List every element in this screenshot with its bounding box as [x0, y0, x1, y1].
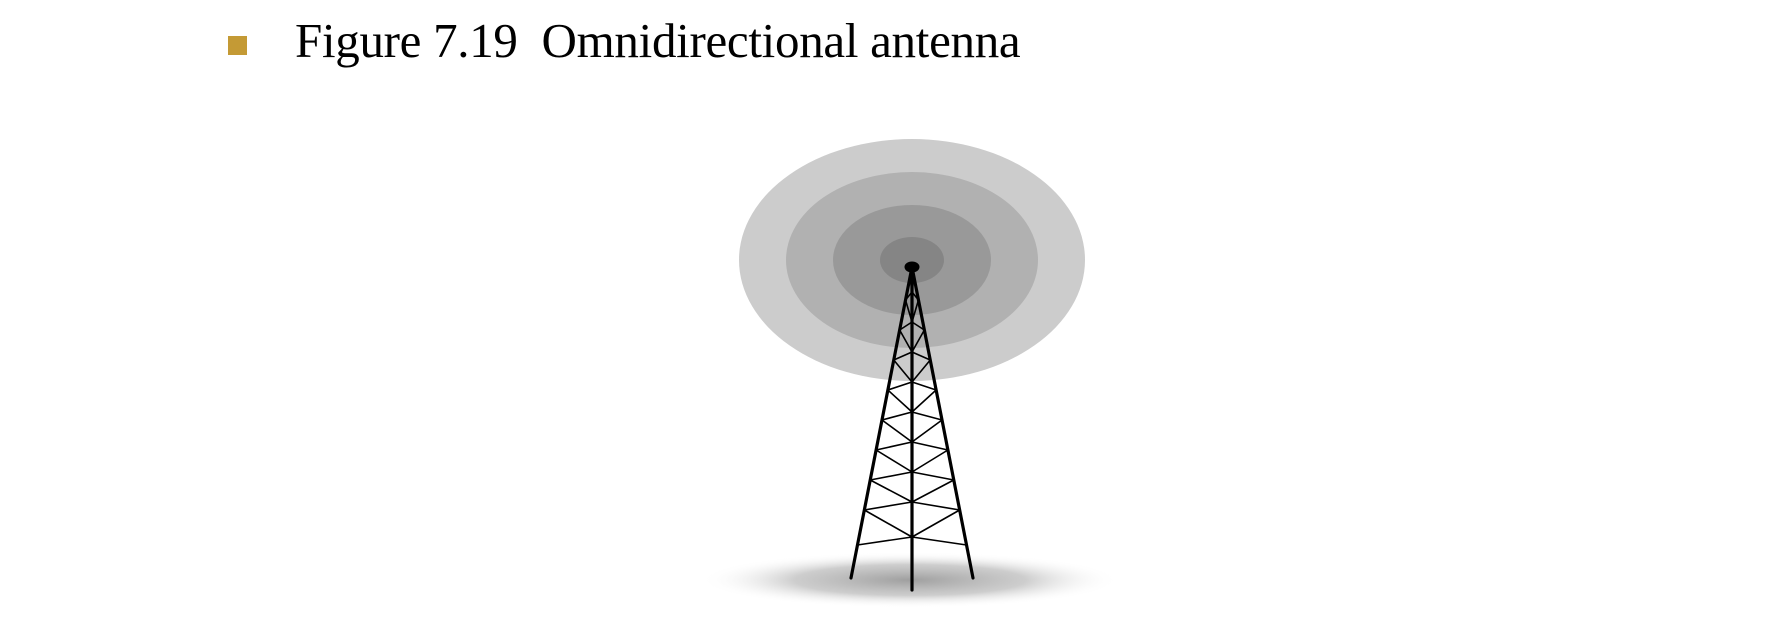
antenna-tip-icon [904, 261, 920, 273]
figure-caption: Figure 7.19 Omnidirectional antenna [295, 13, 1021, 68]
lattice-tower [849, 261, 975, 592]
tower-lattice-bracing [856, 276, 968, 546]
tower-brace [904, 291, 913, 301]
tower-brace [911, 411, 943, 421]
tower-brace [869, 471, 913, 481]
tower-brace [911, 441, 949, 451]
tower-brace [863, 501, 913, 511]
tower-brace [911, 359, 932, 383]
tower-brace [911, 501, 961, 511]
tower-brace [911, 449, 949, 473]
tower-brace [887, 381, 913, 391]
tower-brace [881, 419, 913, 443]
tower-brace [911, 299, 920, 323]
tower-brace [892, 359, 913, 383]
tower-brace [911, 321, 926, 331]
tower-brace [911, 509, 961, 538]
bullet-item: Figure 7.19 Omnidirectional antenna [0, 0, 1766, 90]
tower-brace [904, 299, 913, 323]
tower-brace [892, 351, 913, 361]
tower-brace [911, 276, 915, 293]
tower-brace [887, 389, 913, 413]
tower-right-leg [910, 265, 975, 580]
tower-brace [898, 321, 913, 331]
tower-brace [869, 479, 913, 503]
tower-brace [898, 329, 913, 353]
tower-brace [875, 449, 913, 473]
signal-ring-core [880, 237, 944, 283]
tower-brace [856, 536, 913, 546]
bullet-square-icon [228, 36, 247, 55]
tower-brace [881, 411, 913, 421]
tower-brace [875, 441, 913, 451]
tower-brace [911, 381, 937, 391]
tower-brace [911, 329, 926, 353]
signal-rings [739, 139, 1085, 381]
tower-brace [911, 536, 968, 546]
tower-left-leg [849, 265, 914, 580]
tower-brace [911, 419, 943, 443]
tower-brace [911, 479, 955, 503]
tower-brace [911, 471, 955, 481]
tower-brace [911, 351, 932, 361]
tower-brace [863, 509, 913, 538]
tower-brace [911, 389, 937, 413]
tower-brace [911, 291, 920, 301]
ground-shadow [700, 552, 1120, 608]
